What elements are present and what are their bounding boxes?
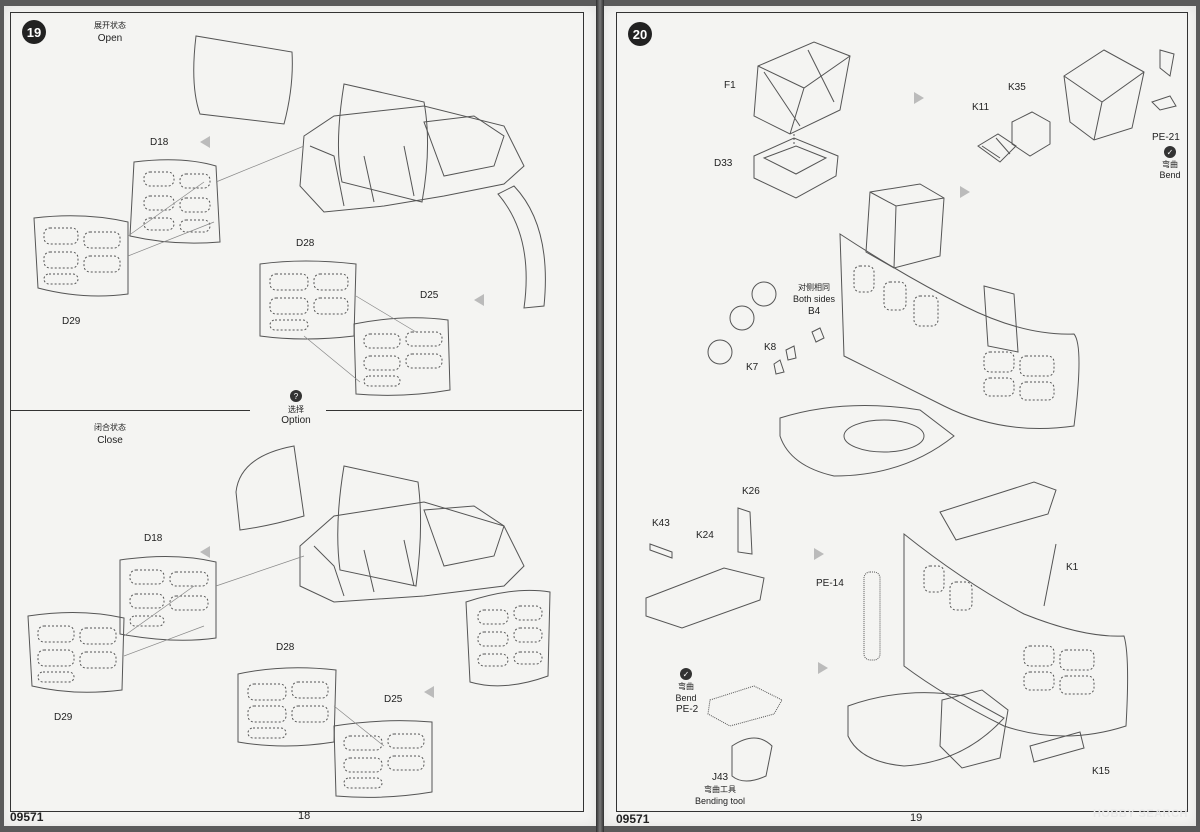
bend-icon: ✓ <box>1164 146 1176 158</box>
close-label-zh: 闭合状态 <box>94 423 126 432</box>
part-label: K26 <box>742 486 760 497</box>
assembly-diagram-step-20 <box>645 41 1177 782</box>
step-20-frame <box>616 12 1188 812</box>
assembly-diagram-step-19 <box>27 35 551 798</box>
close-label: Close <box>97 435 123 446</box>
option-icon: ? <box>290 390 302 402</box>
part-label: B4 <box>808 306 821 317</box>
page-number: 19 <box>910 812 923 824</box>
open-label: Open <box>97 33 123 44</box>
part-label: D28 <box>296 238 315 249</box>
part-label: J43 <box>712 772 729 783</box>
bend-label: Bend <box>1159 170 1181 180</box>
part-label: K24 <box>696 530 714 541</box>
part-label: F1 <box>724 80 736 91</box>
part-label: D33 <box>714 158 733 169</box>
step-number-badge: 20 <box>628 22 652 46</box>
part-label: K8 <box>764 342 777 353</box>
part-label: D28 <box>276 642 295 653</box>
bend-label-zh: 弯曲 <box>678 682 694 691</box>
left-page: 19 展开状态 Open 闭合状态 Close ? 选择 Option D18 … <box>4 6 596 826</box>
part-label: D18 <box>150 137 169 148</box>
bending-tool-label: Bending tool <box>694 796 746 806</box>
part-label: K35 <box>1008 82 1026 93</box>
open-label-zh: 展开状态 <box>94 21 126 30</box>
part-label: K43 <box>652 518 670 529</box>
part-label: K1 <box>1066 562 1079 573</box>
watermark: HOBBY SEARCH <box>1093 808 1188 820</box>
part-label: K11 <box>972 102 990 113</box>
part-label: D25 <box>420 290 439 301</box>
section-divider-left <box>10 410 250 411</box>
both-sides-label: Both sides <box>792 294 836 304</box>
part-label: PE-21 <box>1152 132 1180 143</box>
option-label: Option <box>281 415 311 426</box>
book-gutter <box>596 0 604 832</box>
section-divider-right <box>326 410 582 411</box>
bend-label-zh: 弯曲 <box>1162 160 1178 169</box>
watermark-text: HOBBY SEARCH <box>1092 808 1188 820</box>
bending-tool-label-zh: 弯曲工具 <box>704 785 736 794</box>
step-19-frame <box>10 12 584 812</box>
part-label: K7 <box>746 362 759 373</box>
part-label: PE-2 <box>676 704 699 715</box>
part-label: PE-14 <box>816 578 844 589</box>
part-label: D29 <box>62 316 81 327</box>
kit-code: 09571 <box>616 812 650 826</box>
part-label: D18 <box>144 533 163 544</box>
step-number-badge: 19 <box>22 20 46 44</box>
right-page: 20 F1 D33 K11 K35 PE-21 ✓ 弯曲 Bend 对侧相同 B… <box>604 6 1196 826</box>
page-number: 18 <box>298 810 311 822</box>
both-sides-label-zh: 对侧相同 <box>798 283 830 292</box>
bend-icon: ✓ <box>680 668 692 680</box>
part-label: D25 <box>384 694 403 705</box>
part-label: K15 <box>1092 766 1110 777</box>
option-label-zh: 选择 <box>288 405 304 414</box>
bend-label: Bend <box>675 693 697 703</box>
kit-code: 09571 <box>10 810 44 824</box>
part-label: D29 <box>54 712 73 723</box>
